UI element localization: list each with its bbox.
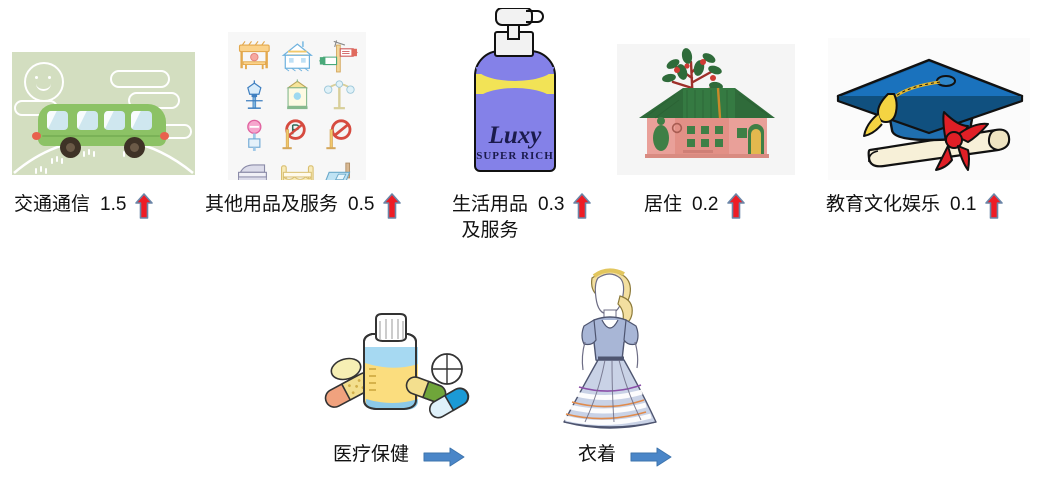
soap-dispenser-illustration: Luxy SUPER RICH (468, 8, 560, 180)
category-label-other-goods: 其他用品及服务 (205, 194, 339, 215)
hospital-bed-icon (233, 155, 276, 180)
double-street-lamp-icon (318, 76, 361, 115)
arrow-up-icon (135, 193, 154, 224)
category-label-healthcare: 医疗保健 (333, 444, 410, 465)
category-label-transport: 交通通信 (14, 194, 91, 215)
category-label-household: 生活用品 及服务 (452, 192, 528, 244)
street-lamp-icon (233, 76, 276, 115)
label-row-transport: 交通通信 1.5 (14, 192, 154, 224)
category-value-education: 0.1 (950, 194, 977, 215)
soap-wave-band (476, 67, 554, 102)
arrow-up-icon (727, 193, 746, 224)
category-value-household: 0.3 (538, 194, 565, 215)
lantern-icon (276, 76, 319, 115)
soap-tagline-text: SUPER RICH (476, 150, 554, 162)
category-label-education: 教育文化娱乐 (826, 194, 941, 215)
category-label-household-line1: 生活用品 (452, 194, 529, 215)
category-label-clothing: 衣着 (578, 444, 617, 465)
bed-yellow-icon (276, 155, 319, 180)
graduation-cap-diploma-illustration (828, 38, 1030, 180)
arrow-right-icon (423, 447, 465, 472)
label-row-education: 教育文化娱乐 0.1 (826, 192, 1004, 224)
no-entry-sign-icon (318, 116, 361, 155)
green-bus-illustration (12, 52, 195, 175)
sun-icon (24, 62, 64, 102)
signpost-icon (318, 37, 361, 76)
no-parking-sign-icon (276, 116, 319, 155)
soap-brand-text: Luxy (488, 122, 542, 149)
category-label-household-line2: 及服务 (461, 220, 519, 241)
category-value-housing: 0.2 (692, 194, 719, 215)
bus-body (38, 104, 166, 146)
arrow-right-icon (630, 447, 672, 472)
pergola-icon (233, 37, 276, 76)
category-label-housing: 居住 (644, 194, 683, 215)
category-value-transport: 1.5 (100, 194, 127, 215)
arrow-up-icon (573, 193, 592, 224)
fashion-dress-sketch-illustration (548, 262, 672, 432)
label-row-household: 生活用品 及服务 0.3 (452, 192, 592, 244)
label-row-other-goods: 其他用品及服务 0.5 (205, 192, 402, 224)
single-bed-icon (318, 155, 361, 180)
house-shop-icon (276, 37, 319, 76)
street-furniture-icon-grid (228, 32, 366, 180)
medicine-bottle-pills-illustration (302, 297, 478, 428)
category-value-other-goods: 0.5 (348, 194, 375, 215)
no-entry-sign-pink-icon (233, 116, 276, 155)
pink-house-illustration (617, 44, 795, 175)
label-row-clothing: 衣着 (578, 442, 672, 472)
label-row-healthcare: 医疗保健 (333, 442, 465, 472)
arrow-up-icon (985, 193, 1004, 224)
arrow-up-icon (383, 193, 402, 224)
label-row-housing: 居住 0.2 (644, 192, 746, 224)
